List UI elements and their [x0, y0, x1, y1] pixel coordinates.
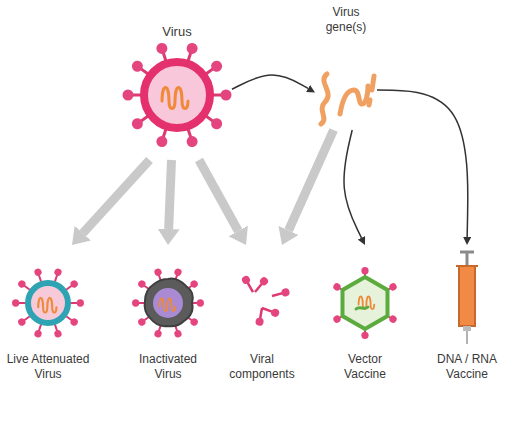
vector-capsid	[343, 277, 388, 329]
gene-strand	[340, 86, 368, 114]
viral-fragment	[255, 307, 266, 326]
virus-spike	[132, 299, 146, 306]
virus-spike	[33, 268, 44, 283]
virus-spike	[211, 90, 232, 101]
viral-fragment	[261, 304, 281, 318]
derivation-arrow	[83, 160, 150, 233]
diagram-node: Inactivated Virus	[128, 245, 208, 395]
syringe-plunger	[466, 252, 469, 266]
diagram-node: Vector Vaccine	[327, 245, 403, 395]
virus-body	[144, 62, 210, 128]
diagram-node: DNA / RNA Vaccine	[424, 245, 510, 395]
node-label: Virus gene(s)	[315, 5, 377, 35]
virus-spike	[123, 90, 144, 101]
viral-fragment	[252, 276, 270, 295]
attenuated-virus-body	[28, 283, 68, 323]
derivation-arrow	[199, 160, 238, 231]
node-text-group: Viral components	[222, 352, 302, 382]
node-text-group: Live Attenuated Virus	[0, 352, 96, 382]
gene-arrow	[344, 130, 362, 238]
gene-strand	[372, 76, 374, 90]
virus-spike	[51, 268, 62, 283]
gene-arrow	[377, 90, 468, 237]
derivation-arrow	[289, 130, 334, 230]
node-label: Live Attenuated Virus	[0, 352, 96, 382]
inactivated-virus-body	[145, 279, 193, 327]
node-text-group: Vector Vaccine	[327, 352, 403, 382]
node-text-group: DNA / RNA Vaccine	[424, 352, 510, 382]
inserted-gene	[356, 307, 368, 309]
syringe-plunger-cap	[460, 251, 474, 254]
node-label: DNA / RNA Vaccine	[424, 352, 510, 382]
viral-fragment	[241, 274, 257, 294]
virus-genome	[162, 88, 188, 109]
inactivated-virus-core	[153, 288, 183, 318]
syringe-tip	[463, 326, 471, 331]
node-label: Virus	[122, 24, 232, 39]
syringe-barrel	[459, 266, 475, 326]
node-text-group: Inactivated Virus	[128, 352, 208, 382]
node-label: Vector Vaccine	[327, 352, 403, 382]
diagram-node: Viral components	[222, 245, 302, 395]
derivation-arrow	[169, 160, 172, 229]
virus-spike	[12, 299, 26, 306]
node-label: Inactivated Virus	[128, 352, 208, 382]
gene-arrow	[232, 75, 308, 89]
node-text-group: Virus	[122, 24, 232, 39]
virus-spike	[70, 299, 84, 306]
virus-spike	[33, 323, 44, 338]
gene-strand	[321, 74, 328, 124]
gene-strand	[369, 100, 370, 105]
viral-fragment	[271, 287, 290, 299]
diagram-node: Virus gene(s)	[315, 5, 377, 130]
virus-genome	[160, 299, 176, 312]
node-label: Viral components	[222, 352, 302, 382]
virus-genome	[38, 298, 56, 313]
connector-group	[83, 75, 468, 238]
diagram-node: Virus	[122, 24, 232, 160]
syringe-needle	[466, 331, 468, 344]
virus-spike	[51, 323, 62, 338]
node-text-group: Virus gene(s)	[315, 5, 377, 35]
diagram-node: Live Attenuated Virus	[0, 245, 96, 395]
